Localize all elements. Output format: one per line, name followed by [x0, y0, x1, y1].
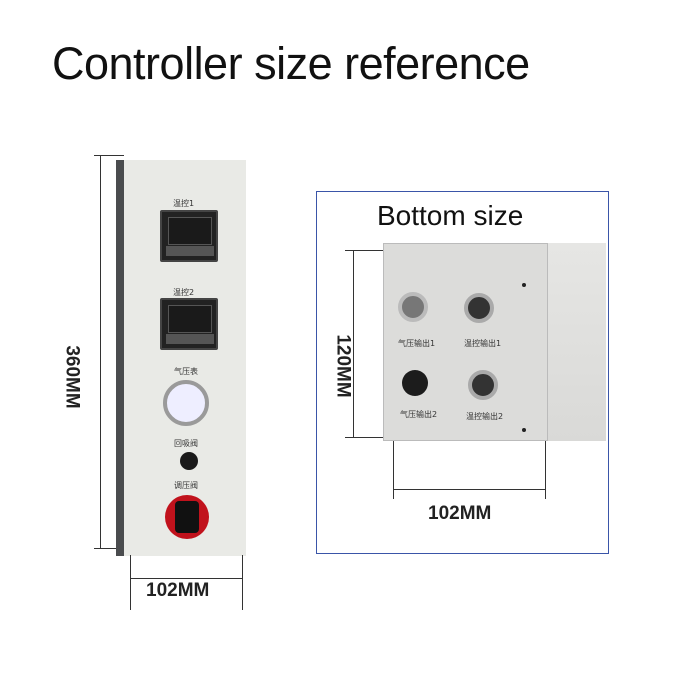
dimension-tick [345, 437, 383, 438]
width-dimension-line [130, 578, 242, 579]
height-dimension-line [353, 250, 354, 438]
dimension-tick [130, 555, 131, 610]
bottom-size-heading: Bottom size [377, 200, 524, 231]
bottom-height-label: 120MM [332, 334, 354, 398]
front-width-label: 102MM [146, 580, 210, 601]
width-dimension-line [393, 489, 545, 490]
bottom-width-label: 102MM [428, 503, 492, 524]
cabinet-side [548, 243, 606, 441]
bottom-view-frame [316, 191, 609, 554]
air-output-2-label: 气压输出2 [400, 410, 438, 419]
temp-controller-2 [160, 298, 218, 350]
air-output-2-plug [402, 370, 428, 396]
screw-icon [522, 428, 526, 432]
temp-output-2-connector [468, 370, 498, 400]
temp-output-1-label: 温控输出1 [464, 339, 502, 348]
temp-control-1-label: 温控1 [173, 199, 195, 208]
dimension-tick [242, 555, 243, 610]
suckback-valve-label: 回吸阀 [174, 439, 198, 448]
dimension-tick [94, 155, 124, 156]
temp-output-1-connector [464, 293, 494, 323]
screw-icon [522, 283, 526, 287]
dimension-tick [94, 548, 124, 549]
air-output-1-connector [398, 292, 428, 322]
height-dimension-line [100, 155, 101, 549]
dimension-tick [345, 250, 383, 251]
bottom-panel [383, 243, 548, 441]
page-title: Controller size reference [52, 38, 530, 89]
pressure-gauge-label: 气压表 [174, 367, 198, 376]
pressure-gauge-icon [163, 380, 209, 426]
air-output-1-label: 气压输出1 [398, 339, 436, 348]
front-height-label: 360MM [61, 345, 83, 409]
dimension-tick [545, 441, 546, 499]
temp-output-2-label: 温控输出2 [466, 412, 504, 421]
temp-control-2-label: 温控2 [173, 288, 195, 297]
dimension-tick [393, 441, 394, 499]
temp-controller-1 [160, 210, 218, 262]
regulator-valve-knob [165, 495, 209, 539]
suckback-valve-knob [180, 452, 198, 470]
regulator-valve-label: 调压阀 [174, 481, 198, 490]
